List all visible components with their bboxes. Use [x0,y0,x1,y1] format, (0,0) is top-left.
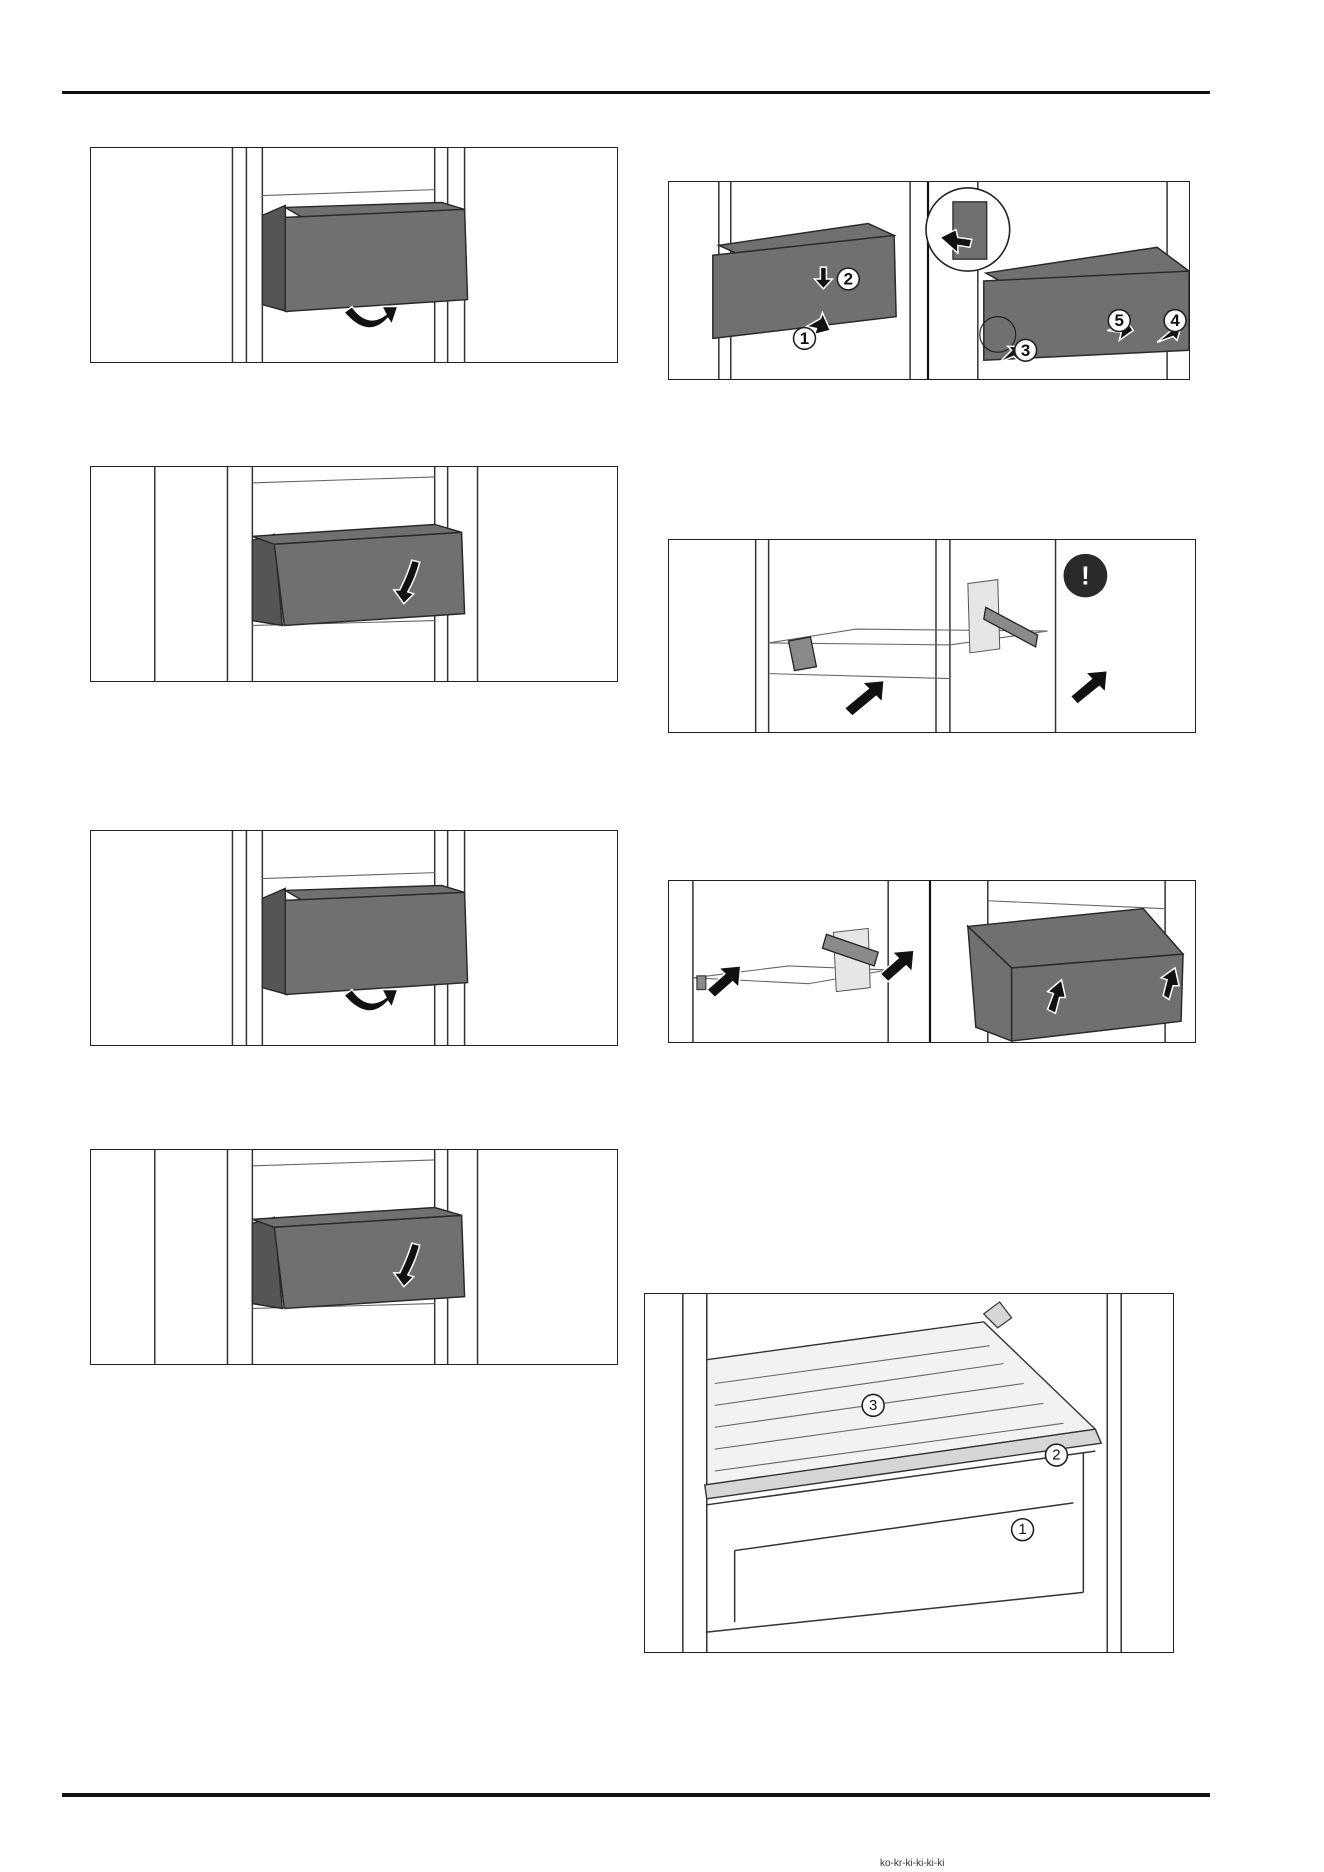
callout-label-4: 4 [1170,311,1180,330]
warning-symbol: ! [1081,563,1090,591]
illustration-drawer-insert-1 [90,466,618,682]
illustration-drawer-remove-2 [90,830,618,1046]
illustration-rails-warning: ! [668,539,1196,733]
callout-label-2: 2 [844,270,853,289]
footer-rule [62,1793,1210,1797]
callout-label-shelf-2: 2 [1052,1447,1060,1464]
illustration-drawer-insert-2 [90,1149,618,1365]
illustration-drawer-callouts: 1 2 3 4 5 [668,181,1190,380]
illustration-glass-shelf: 3 2 1 [644,1293,1174,1653]
footer-text: ko-kr-ki-ki-ki-ki [880,1858,944,1869]
callout-label-5: 5 [1115,311,1124,330]
header-rule [62,91,1210,94]
callout-label-shelf-1: 1 [1018,1521,1026,1538]
callout-label-3: 3 [1021,341,1030,360]
callout-label-1: 1 [800,329,809,348]
illustration-drawer-rails [668,880,1196,1043]
illustration-drawer-remove-1 [90,147,618,363]
callout-label-shelf-3: 3 [869,1397,877,1414]
